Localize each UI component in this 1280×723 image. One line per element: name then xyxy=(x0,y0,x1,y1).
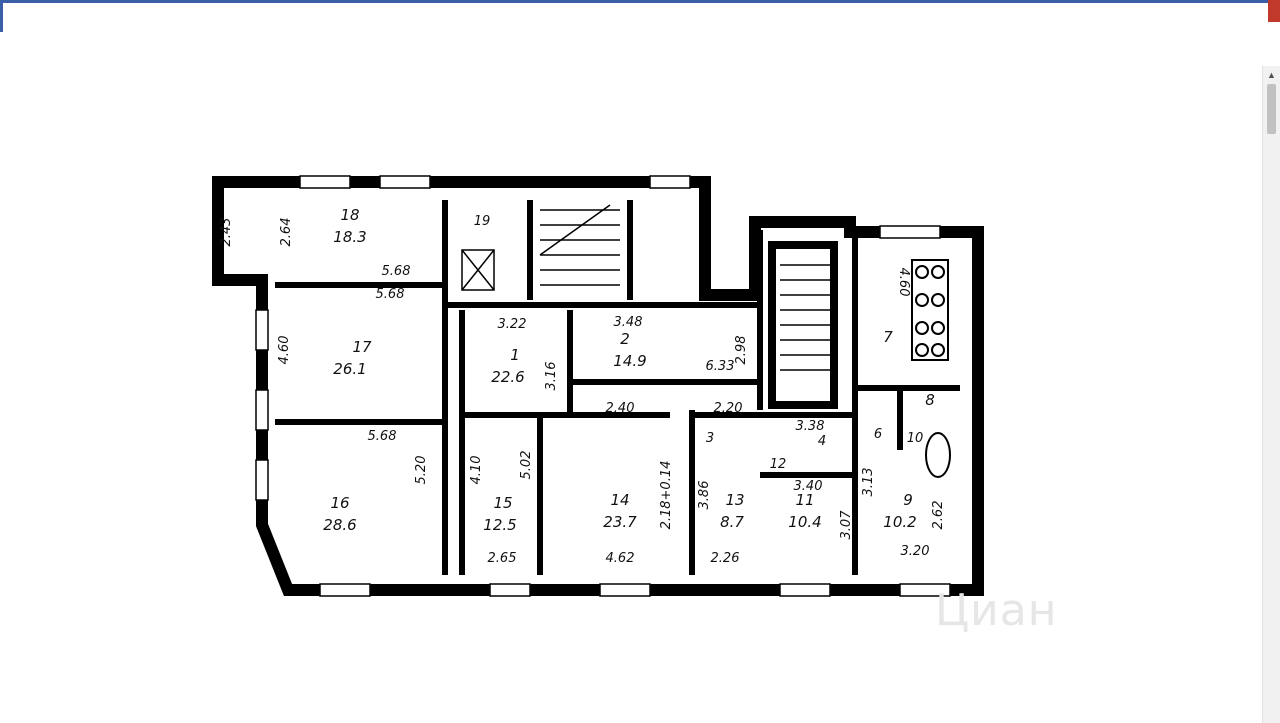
room-14-id: 14 xyxy=(610,491,629,509)
room-9-id: 9 xyxy=(903,491,913,509)
dim-label: 5.68 xyxy=(376,287,405,302)
stair-secondary xyxy=(768,241,838,409)
dim-label: 3.20 xyxy=(901,544,930,559)
dim-label: 2.64 xyxy=(279,218,294,247)
room-15-area: 12.5 xyxy=(483,516,516,534)
dim-label: 6.33 xyxy=(706,359,735,374)
dim-label: 4.60 xyxy=(277,336,292,365)
room-1-area: 22.6 xyxy=(491,368,524,386)
dim-label: 3.07 xyxy=(839,510,854,540)
dim-label: 3.16 xyxy=(544,362,559,391)
scroll-up-arrow-icon[interactable]: ▲ xyxy=(1267,69,1276,80)
top-accent-line xyxy=(0,0,1268,3)
room-13-area: 8.7 xyxy=(720,513,744,531)
room-11-id: 11 xyxy=(795,491,814,509)
room-8-id: 8 xyxy=(925,391,935,409)
room-labels: 18 18.3 19 17 26.1 1 22.6 2 14.9 16 28.6… xyxy=(323,206,934,534)
dim-label: 5.20 xyxy=(414,456,429,485)
room-1-id: 1 xyxy=(510,346,520,364)
dim-label: 3.22 xyxy=(498,317,527,332)
vertical-scrollbar[interactable]: ▲ xyxy=(1262,66,1280,723)
dim-label: 2.98 xyxy=(734,336,749,365)
room-15-id: 15 xyxy=(493,494,512,512)
room-18-area: 18.3 xyxy=(333,228,366,246)
room-18-id: 18 xyxy=(340,206,359,224)
dim-label: 2.65 xyxy=(488,551,517,566)
room-17-area: 26.1 xyxy=(333,360,366,378)
room-14-area: 23.7 xyxy=(603,513,637,531)
dim-label: 2.43 xyxy=(219,218,234,247)
dim-label: 2.20 xyxy=(714,401,743,416)
top-left-edge xyxy=(0,0,3,32)
scroll-thumb[interactable] xyxy=(1267,84,1276,134)
kitchen-stove xyxy=(911,259,951,478)
dim-label: 4.10 xyxy=(469,456,484,485)
room-17-id: 17 xyxy=(352,338,372,356)
dimension-labels: 2.43 2.64 5.68 5.68 4.60 5.68 3.22 3.48 … xyxy=(219,218,946,566)
dim-label: 3.38 xyxy=(796,419,825,434)
room-16-id: 16 xyxy=(330,494,349,512)
room-19-id: 19 xyxy=(474,214,491,229)
dim-label: 4.60 xyxy=(896,268,911,297)
browser-top-bar xyxy=(0,0,1280,32)
dim-label: 5.02 xyxy=(519,451,534,480)
top-right-corner xyxy=(1268,0,1280,22)
watermark: Циан xyxy=(935,585,1058,636)
room-11-area: 10.4 xyxy=(788,513,821,531)
inner-walls xyxy=(275,200,960,575)
dim-label: 2.40 xyxy=(606,401,635,416)
dim-label: 3.48 xyxy=(614,315,643,330)
room-12-id: 12 xyxy=(770,457,787,472)
room-7-id: 7 xyxy=(883,328,893,346)
floor-plan: 18 18.3 19 17 26.1 1 22.6 2 14.9 16 28.6… xyxy=(200,160,1000,610)
room-9-area: 10.2 xyxy=(883,513,916,531)
stair-main xyxy=(461,204,620,291)
room-6-id: 6 xyxy=(874,427,882,442)
dim-label: 4.62 xyxy=(606,551,635,566)
room-10-id: 10 xyxy=(907,431,924,446)
dim-label: 3.40 xyxy=(794,479,823,494)
dim-label: 5.68 xyxy=(368,429,397,444)
room-3-id: 3 xyxy=(706,431,714,446)
room-2-id: 2 xyxy=(620,330,630,348)
dim-label: 3.86 xyxy=(697,481,712,510)
dim-label: 2.26 xyxy=(711,551,740,566)
room-16-area: 28.6 xyxy=(323,516,356,534)
dim-label: 3.13 xyxy=(861,468,876,497)
dim-label: 2.18+0.14 xyxy=(659,461,674,530)
room-4-id: 4 xyxy=(818,434,826,449)
room-13-id: 13 xyxy=(725,491,744,509)
floor-plan-svg: 18 18.3 19 17 26.1 1 22.6 2 14.9 16 28.6… xyxy=(212,175,984,597)
window-openings xyxy=(255,175,951,597)
room-2-area: 14.9 xyxy=(613,352,646,370)
dim-label: 5.68 xyxy=(382,264,411,279)
dim-label: 2.62 xyxy=(931,501,946,530)
